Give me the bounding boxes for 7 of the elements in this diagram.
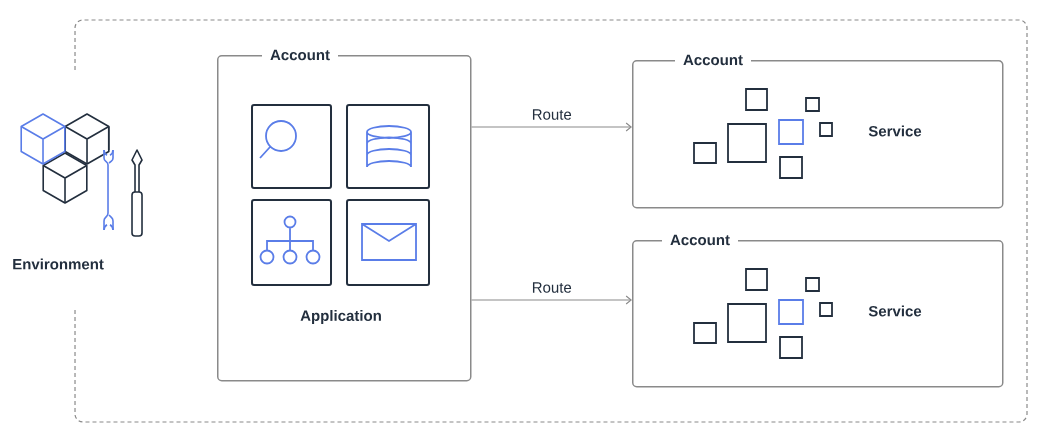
account-box: Account Application (217, 48, 472, 382)
account-box: Account Service (632, 233, 1004, 388)
account-box: Account Service (632, 53, 1004, 209)
arrow (470, 295, 632, 305)
edge-label: Route (530, 108, 573, 121)
edge-label: Route (530, 281, 573, 294)
arrow (470, 122, 632, 132)
